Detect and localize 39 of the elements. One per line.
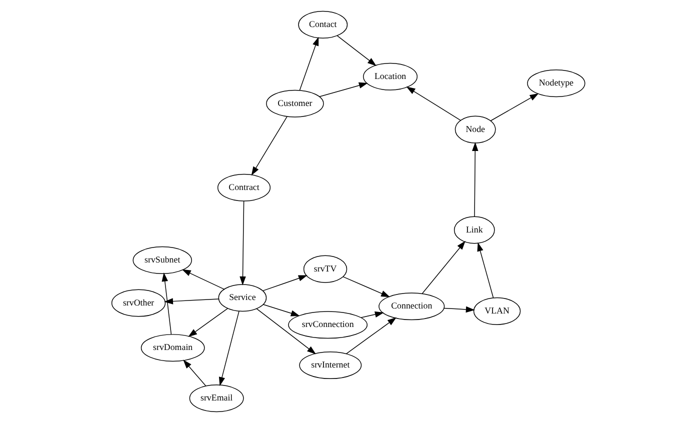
- arrow: [164, 298, 218, 304]
- arrow: [490, 93, 538, 122]
- arrow: [421, 240, 465, 294]
- arrow: [218, 310, 239, 386]
- arrow: [182, 360, 206, 386]
- arrow: [298, 36, 318, 91]
- node-ellipse: Link: [453, 216, 494, 244]
- arrow: [336, 35, 376, 66]
- arrow: [262, 275, 307, 292]
- node-ellipse: srvTV: [302, 255, 347, 283]
- arrow: [161, 272, 172, 335]
- node-ellipse: srvDomain: [140, 334, 204, 362]
- arrow: [188, 308, 228, 337]
- arrow: [262, 304, 300, 316]
- node-ellipse: srvInternet: [298, 352, 362, 380]
- node-ellipse: Nodetype: [526, 70, 585, 98]
- arrow: [342, 276, 390, 298]
- node-ellipse: Contract: [216, 174, 270, 202]
- node-ellipse: srvOther: [110, 289, 166, 317]
- node-ellipse: Location: [362, 62, 418, 90]
- arrow: [250, 116, 287, 176]
- arrow: [443, 306, 474, 313]
- node-ellipse: srvEmail: [188, 384, 244, 412]
- node-ellipse: Contact: [298, 10, 348, 38]
- node-ellipse: Customer: [266, 90, 324, 118]
- arrow: [318, 82, 368, 98]
- node-ellipse: Node: [454, 116, 496, 144]
- node-ellipse: srvSubnet: [132, 246, 192, 274]
- node-ellipse: Connection: [378, 292, 444, 320]
- arrow: [472, 142, 478, 217]
- node-ellipse: VLAN: [472, 297, 520, 325]
- arrow: [345, 317, 396, 354]
- node-ellipse: Service: [218, 284, 266, 312]
- arrow: [360, 311, 384, 318]
- arrow: [476, 242, 494, 298]
- arrow: [256, 308, 316, 354]
- arrow: [239, 200, 246, 286]
- arrow: [406, 86, 460, 121]
- arrow: [181, 269, 224, 290]
